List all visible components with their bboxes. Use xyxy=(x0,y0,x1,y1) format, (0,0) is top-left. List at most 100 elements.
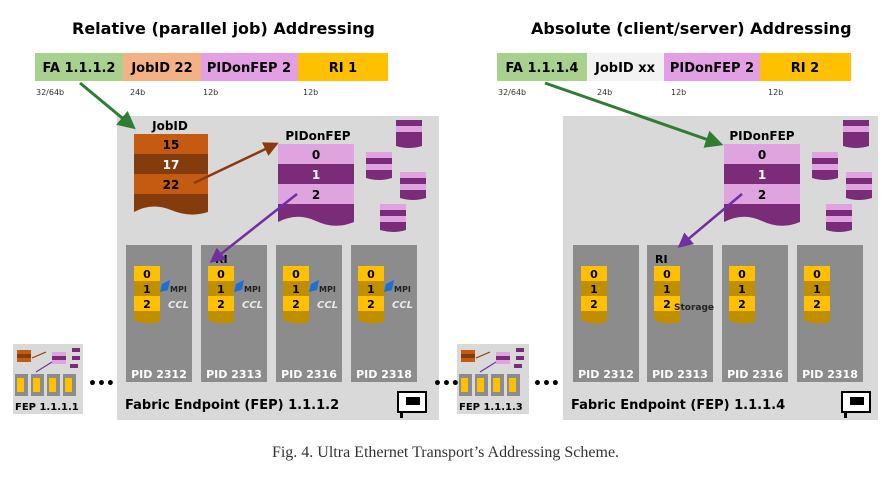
figure-caption: Fig. 4. Ultra Ethernet Transport’s Addre… xyxy=(271,444,620,461)
proc-row-text: 1 xyxy=(813,283,821,296)
right-pid-row-2-text: 2 xyxy=(758,188,766,202)
right-mini-fep: FEP 1.1.1.3 xyxy=(457,344,529,414)
nic-card-icon xyxy=(397,391,427,418)
pid-label: PID 2313 xyxy=(652,368,708,381)
right-pid-row-1-text: 1 xyxy=(758,168,766,182)
right-jobid-label: JobID xx xyxy=(594,61,656,76)
center-ellipsis-left: ••• xyxy=(433,376,460,392)
left-pid-arrow xyxy=(209,193,298,263)
left-ri-bits: 12b xyxy=(303,88,318,97)
ccl-logo: CCL xyxy=(392,300,413,311)
right-pid-row-0-text: 0 xyxy=(758,148,766,162)
right-ri-field xyxy=(760,53,851,81)
right-pid-label: PIDonFEP 2 xyxy=(670,61,754,76)
pid-label: PID 2312 xyxy=(578,368,634,381)
left-fa-bits: 32/64b xyxy=(36,88,64,97)
left-mini-pid-tables xyxy=(366,120,426,232)
proc-row-text: 1 xyxy=(590,283,598,296)
left-pid-label: PIDonFEP 2 xyxy=(207,61,291,76)
left-pid-table-title: PIDonFEP xyxy=(285,129,350,143)
right-ri-bits: 12b xyxy=(768,88,783,97)
right-pid-row-2 xyxy=(724,184,800,204)
jobid-row-2 xyxy=(134,174,208,194)
mpi-logo: MPI xyxy=(244,285,261,294)
mpi-icon xyxy=(384,280,394,292)
right-mini-pid-tables xyxy=(812,120,872,232)
right-pid-field xyxy=(664,53,760,81)
mpi-icon xyxy=(234,280,244,292)
right-fep-label: Fabric Endpoint (FEP) 1.1.1.4 xyxy=(571,398,785,413)
proc-row-text: 1 xyxy=(738,283,746,296)
right-fa-arrow xyxy=(544,81,724,148)
proc-row-text: 2 xyxy=(367,298,375,311)
mpi-icon xyxy=(309,280,319,292)
left-jobid-label: JobID 22 xyxy=(130,61,192,76)
left-fa-field xyxy=(35,53,123,81)
right-jobid-field xyxy=(587,53,664,81)
pid-label: PID 2312 xyxy=(131,368,187,381)
left-ri-field xyxy=(298,53,388,81)
center-ellipsis-right: ••• xyxy=(533,376,560,392)
left-pid-row-2-text: 2 xyxy=(312,188,320,202)
left-jobid-table-title: JobID xyxy=(151,119,188,133)
proc-row-text: 2 xyxy=(590,298,598,311)
proc-row-text: 0 xyxy=(663,268,671,281)
mpi-logo: MPI xyxy=(319,285,336,294)
left-jobid-field xyxy=(123,53,201,81)
right-ri-label: RI 2 xyxy=(791,61,819,76)
proc-row-text: 2 xyxy=(292,298,300,311)
right-process-1: RI 0 1 2 Storage PID 2313 xyxy=(647,245,714,382)
left-process-2: 0 1 2 MPI CCL PID 2316 xyxy=(276,245,342,382)
proc-row-text: 0 xyxy=(367,268,375,281)
mpi-logo: MPI xyxy=(394,285,411,294)
left-pid-table-tail xyxy=(278,204,354,226)
mpi-icon xyxy=(160,280,170,292)
left-pid-row-0 xyxy=(278,144,354,164)
jobid-row-2-text: 22 xyxy=(163,178,180,192)
right-title: Absolute (client/server) Addressing xyxy=(531,19,852,38)
proc-row-text: 2 xyxy=(813,298,821,311)
right-process-0: 0 1 2 PID 2312 xyxy=(573,245,639,382)
pid-label: PID 2313 xyxy=(206,368,262,381)
left-pid-row-2 xyxy=(278,184,354,204)
proc-row-text: 1 xyxy=(217,283,225,296)
left-pid-row-0-text: 0 xyxy=(312,148,320,162)
left-mini-fep-label: FEP 1.1.1.1 xyxy=(15,402,79,413)
nic-card-icon xyxy=(841,391,871,418)
jobid-row-1-text: 17 xyxy=(163,158,180,172)
proc-row-text: 1 xyxy=(292,283,300,296)
left-ellipsis: ••• xyxy=(88,376,115,392)
proc-row-text: 1 xyxy=(663,283,671,296)
right-fa-bits: 32/64b xyxy=(498,88,526,97)
left-pid-row-1 xyxy=(278,164,354,184)
storage-label: Storage xyxy=(674,303,714,313)
proc-row-text: 2 xyxy=(663,298,671,311)
left-process-0: 0 1 2 MPI CCL PID 2312 xyxy=(126,245,192,382)
left-title: Relative (parallel job) Addressing xyxy=(72,19,375,38)
proc-row-text: 0 xyxy=(738,268,746,281)
ccl-logo: CCL xyxy=(242,300,263,311)
proc-row-text: 1 xyxy=(143,283,151,296)
left-process-1: RI 0 1 2 MPI CCL PID 2313 xyxy=(201,245,267,382)
pid-label: PID 2318 xyxy=(356,368,412,381)
jobid-row-1 xyxy=(134,154,208,174)
right-pid-bits: 12b xyxy=(671,88,686,97)
proc-row-text: 0 xyxy=(813,268,821,281)
proc-row-text: 2 xyxy=(217,298,225,311)
proc-row-text: 2 xyxy=(143,298,151,311)
jobid-row-0-text: 15 xyxy=(163,138,180,152)
proc-row-text: 1 xyxy=(367,283,375,296)
right-process-2: 0 1 2 PID 2316 xyxy=(722,245,788,382)
right-ri-label: RI xyxy=(655,253,668,266)
proc-row-text: 0 xyxy=(590,268,598,281)
left-pid-field xyxy=(201,53,298,81)
left-mini-fep: FEP 1.1.1.1 xyxy=(13,344,83,414)
ccl-logo: CCL xyxy=(317,300,338,311)
ccl-logo: CCL xyxy=(168,300,189,311)
right-pid-row-1 xyxy=(724,164,800,184)
proc-row-text: 0 xyxy=(292,268,300,281)
proc-row-text: 0 xyxy=(143,268,151,281)
right-pid-table-tail xyxy=(724,204,800,226)
